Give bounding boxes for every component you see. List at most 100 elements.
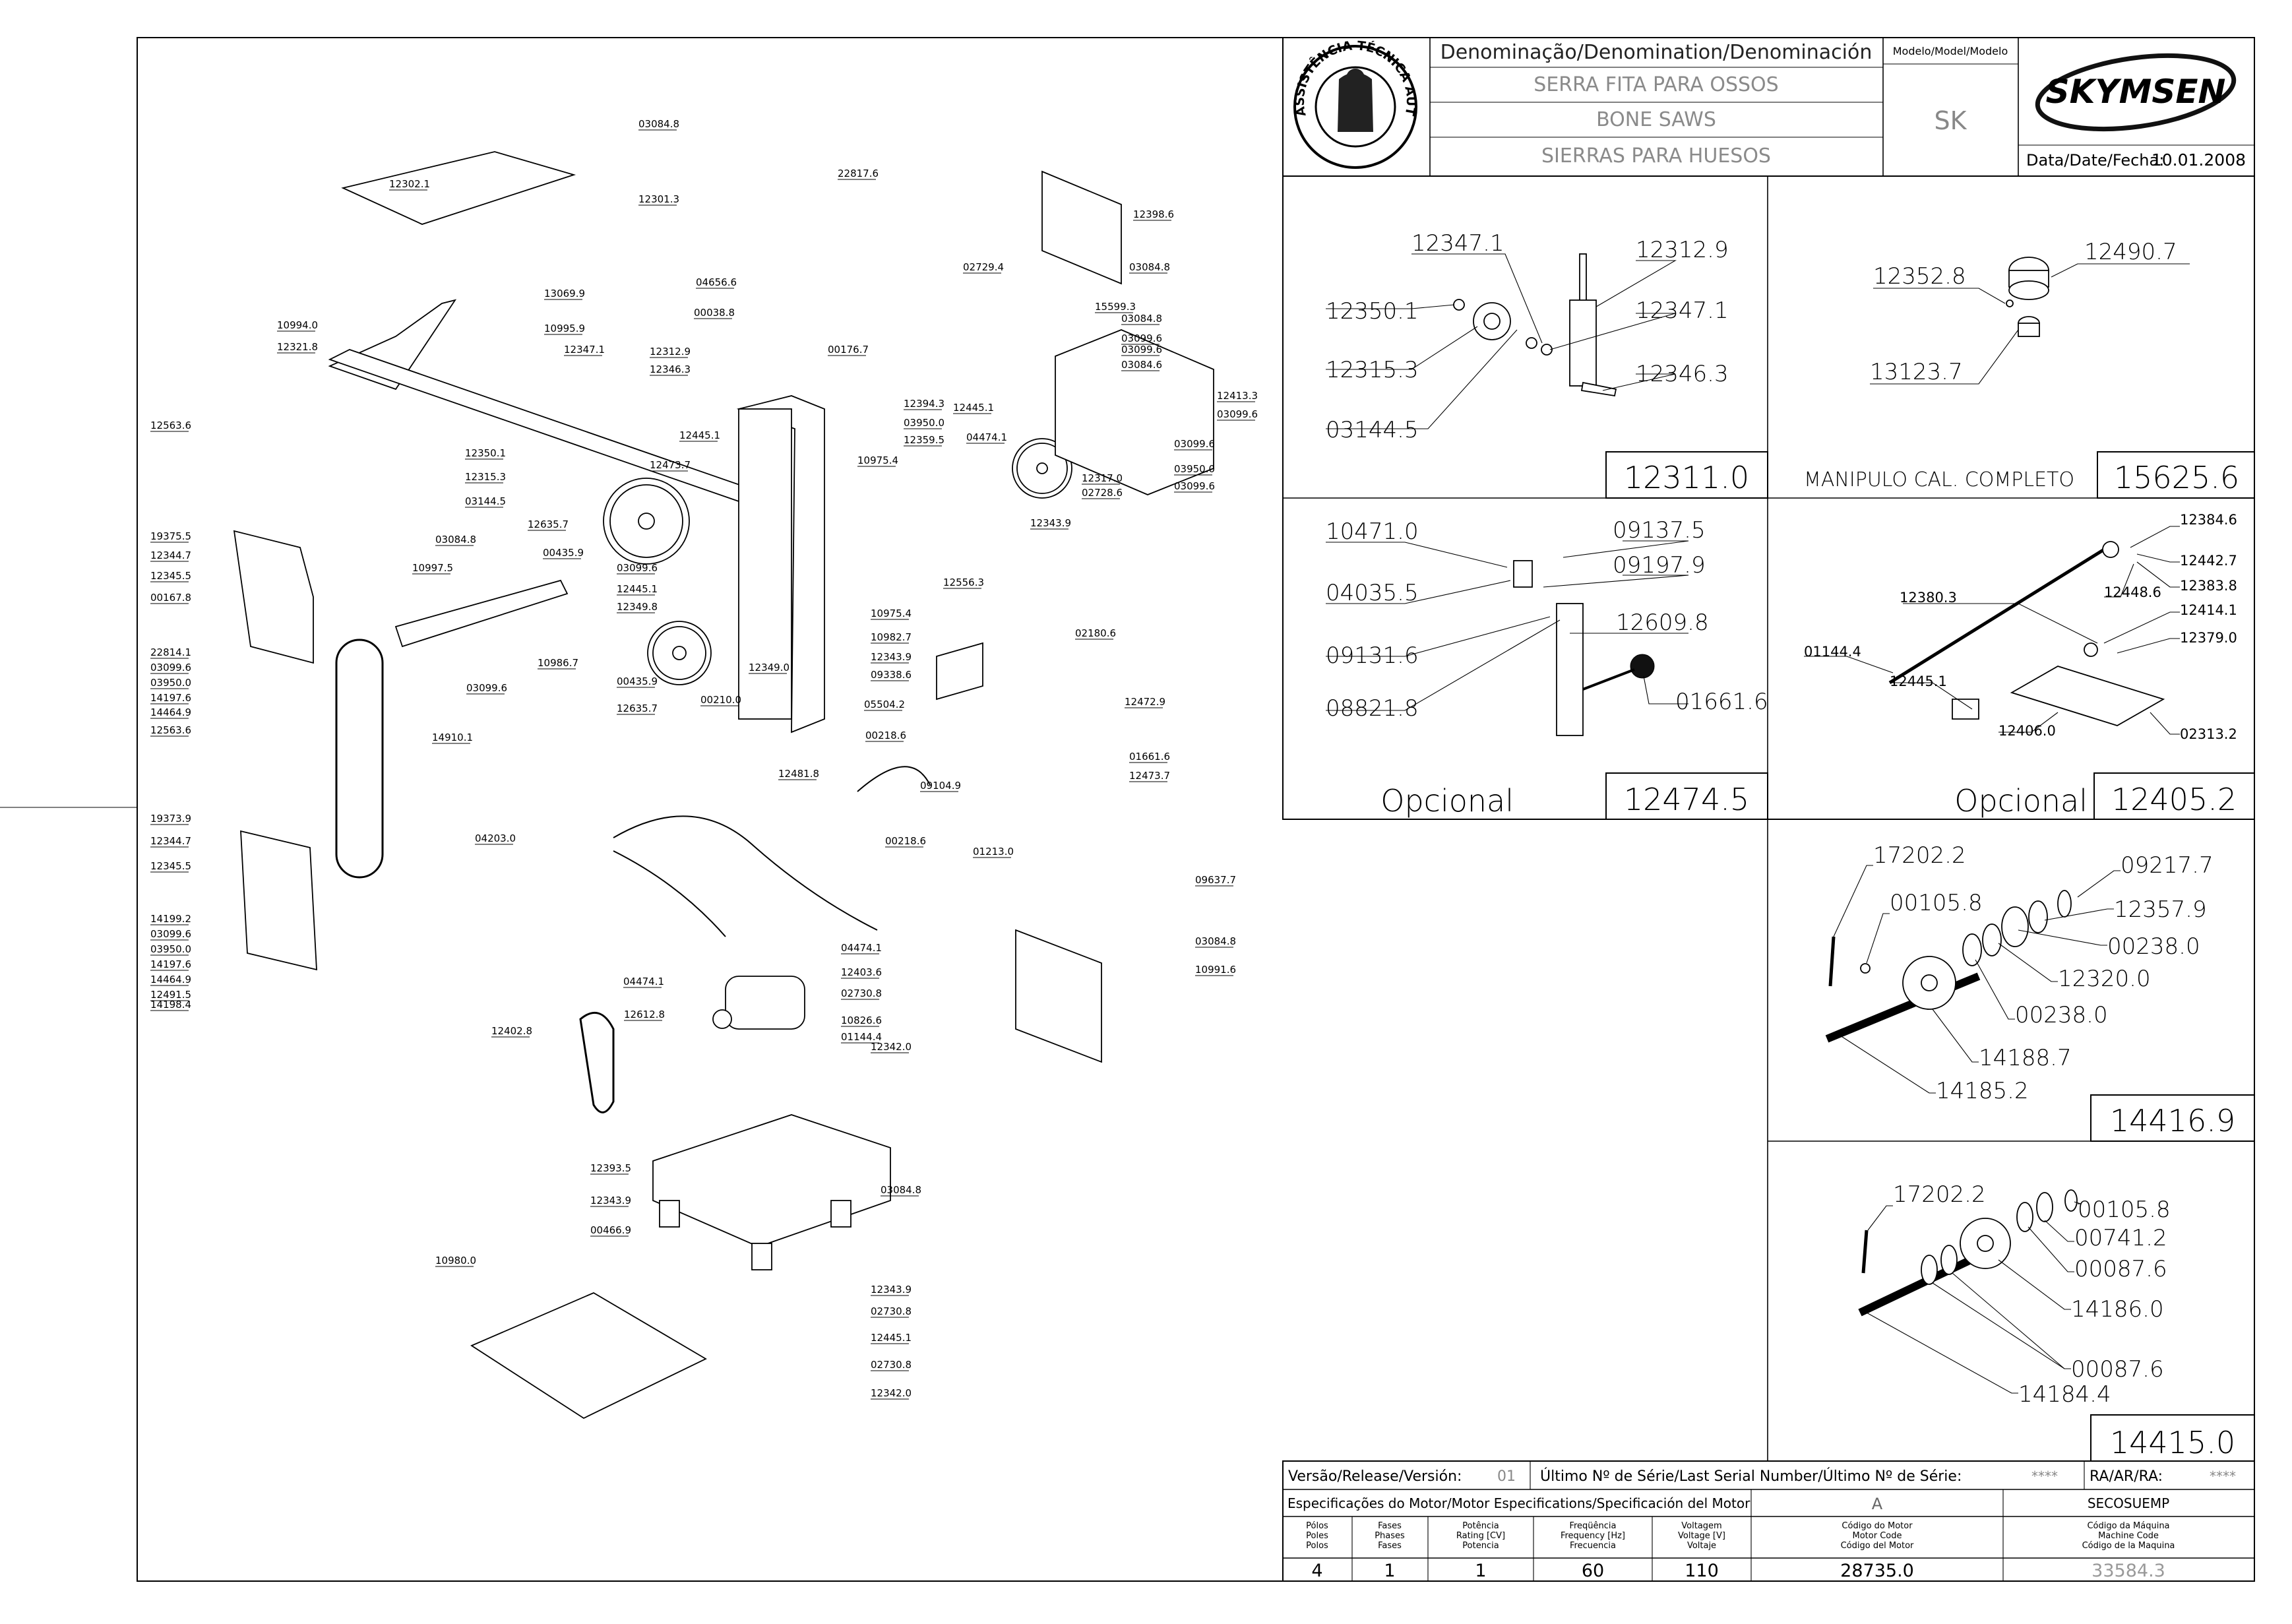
part-callout: 03099.6 xyxy=(466,682,507,694)
callout: 09131.6 xyxy=(1326,642,1419,669)
callout: 09137.5 xyxy=(1613,517,1706,544)
part-callout: 03084.8 xyxy=(1121,313,1162,325)
name-es: SIERRAS PARA HUESOS xyxy=(1541,144,1771,168)
part-callout: 03099.6 xyxy=(1121,344,1162,356)
brand-text: SKYMSEN xyxy=(2046,73,2226,111)
part-callout: 09104.9 xyxy=(920,780,961,792)
part-callout: 03084.8 xyxy=(1129,261,1170,273)
part-callout: 05504.2 xyxy=(864,699,905,710)
part-callout: 10975.4 xyxy=(871,608,912,619)
callout: 00105.8 xyxy=(2078,1197,2171,1223)
callout: 12609.8 xyxy=(1616,609,1709,636)
part-callout: 00038.8 xyxy=(694,307,735,319)
svg-text:Potencia: Potencia xyxy=(1462,1541,1499,1551)
part-callout: 12301.3 xyxy=(638,193,679,205)
callout: 00105.8 xyxy=(1890,890,1983,916)
part-callout: 12402.8 xyxy=(491,1025,532,1037)
part-callout: 12563.6 xyxy=(150,724,191,736)
callout: 12315.3 xyxy=(1326,357,1419,383)
svg-text:Voltage [V]: Voltage [V] xyxy=(1678,1531,1725,1541)
callout: 12406.0 xyxy=(1998,723,2056,739)
part-callout: 12445.1 xyxy=(953,402,994,414)
model-label: Modelo/Model/Modelo xyxy=(1893,45,2008,57)
part-callout: 10995.9 xyxy=(544,323,585,334)
detail-12405: Opcional 12405.2 12384.6 12442.7 12383.8… xyxy=(1804,512,2237,819)
svg-text:Freqüência: Freqüência xyxy=(1569,1521,1616,1531)
part-callout: 00210.0 xyxy=(700,694,741,706)
part-callout: 12315.3 xyxy=(465,471,506,483)
part-callout: 10982.7 xyxy=(871,631,912,643)
part-callout: 03950.0 xyxy=(904,417,945,429)
callout: 12448.6 xyxy=(2104,584,2161,600)
denomination-label: Denominação/Denomination/Denominación xyxy=(1440,41,1873,64)
callout: 01661.6 xyxy=(1675,689,1768,715)
svg-text:Poles: Poles xyxy=(1306,1531,1328,1541)
part-callout: 10986.7 xyxy=(538,657,578,669)
detail2-code: 15625.6 xyxy=(2114,460,2239,495)
part-callout: 19373.9 xyxy=(150,813,191,825)
part-callout: 22817.6 xyxy=(838,168,879,179)
version-label: Versão/Release/Versión: xyxy=(1288,1468,1462,1485)
callout: 12445.1 xyxy=(1890,673,1947,689)
svg-text:Pólos: Pólos xyxy=(1306,1521,1328,1531)
part-callout: 00218.6 xyxy=(885,835,926,847)
svg-text:60: 60 xyxy=(1582,1561,1604,1581)
detail-12474: Opcional 12474.5 10471.0 09137.5 09197.9… xyxy=(1326,517,1768,819)
part-callout: 10991.6 xyxy=(1195,964,1236,976)
part-callout: 12343.9 xyxy=(1030,517,1071,529)
svg-text:Motor Code: Motor Code xyxy=(1853,1531,1902,1541)
callout: 12442.7 xyxy=(2180,553,2237,569)
motor-spec-title: Especificações do Motor/Motor Especifica… xyxy=(1287,1495,1750,1511)
part-callout: 14464.9 xyxy=(150,974,191,985)
motor-spec-table: Versão/Release/Versión: 01 Último Nº de … xyxy=(1282,1460,2255,1582)
part-callout: 03099.6 xyxy=(1121,332,1162,344)
part-callout: 01213.0 xyxy=(973,846,1014,858)
svg-text:Código do Motor: Código do Motor xyxy=(1842,1521,1913,1531)
part-callout: 03144.5 xyxy=(465,495,506,507)
ra-value: **** xyxy=(2210,1468,2236,1484)
date-value: 10.01.2008 xyxy=(2152,150,2246,170)
callout: 00238.0 xyxy=(2015,1002,2108,1028)
part-callout: 12312.9 xyxy=(650,346,691,358)
machine-code-name: SECOSUEMP xyxy=(2088,1495,2169,1511)
svg-text:Fases: Fases xyxy=(1378,1541,1402,1551)
part-callout: 12612.8 xyxy=(624,1009,665,1020)
date-label: Data/Date/Fecha: xyxy=(2026,151,2164,170)
part-callout: 03084.8 xyxy=(435,534,476,546)
part-callout: 12302.1 xyxy=(389,178,430,190)
detail4-code: 12405.2 xyxy=(2111,782,2237,817)
part-callout: 14197.6 xyxy=(150,958,191,970)
part-callout: 03099.6 xyxy=(1217,408,1258,420)
part-callout: 03099.6 xyxy=(617,562,658,574)
svg-text:Rating [CV]: Rating [CV] xyxy=(1456,1531,1505,1541)
callout: 00087.6 xyxy=(2074,1256,2167,1282)
callout: 03144.5 xyxy=(1326,417,1419,443)
part-callout: 12481.8 xyxy=(778,768,819,780)
svg-text:Potência: Potência xyxy=(1462,1521,1499,1531)
part-callout: 13069.9 xyxy=(544,288,585,299)
part-callout: 01144.4 xyxy=(841,1031,882,1043)
svg-text:Machine Code: Machine Code xyxy=(2098,1531,2159,1541)
part-callout: 10980.0 xyxy=(435,1255,476,1266)
callout: 17202.2 xyxy=(1873,842,1966,869)
callout: 17202.2 xyxy=(1893,1181,1986,1208)
part-callout: 12635.7 xyxy=(617,703,658,714)
part-callout: 00176.7 xyxy=(828,344,869,356)
part-callout: 12342.0 xyxy=(871,1387,912,1399)
part-callout: 03099.6 xyxy=(150,928,191,940)
part-callout: 12343.9 xyxy=(871,1284,912,1296)
callout: 14188.7 xyxy=(1979,1045,2072,1071)
part-callout: 22814.1 xyxy=(150,646,191,658)
part-callout: 12403.6 xyxy=(841,966,882,978)
part-callout: 04474.1 xyxy=(841,942,882,954)
callout: 01144.4 xyxy=(1804,644,1861,660)
exploded-view xyxy=(233,151,1214,1420)
callout: 12490.7 xyxy=(2084,239,2177,265)
callout: 04035.5 xyxy=(1326,580,1419,606)
part-callout: 12317.0 xyxy=(1082,472,1123,484)
ra-label: RA/AR/RA: xyxy=(2090,1468,2163,1485)
svg-text:33584.3: 33584.3 xyxy=(2091,1561,2165,1581)
part-callout: 12445.1 xyxy=(679,429,720,441)
part-callout: 09637.7 xyxy=(1195,874,1236,886)
